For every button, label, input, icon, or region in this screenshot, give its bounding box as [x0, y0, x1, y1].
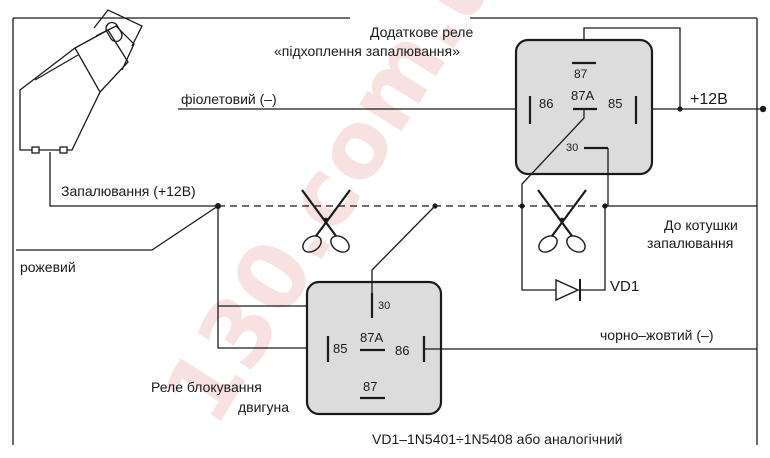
label-violet-wire: фіолетовий (–)	[181, 91, 277, 107]
aux-relay-contacts	[528, 61, 638, 150]
block-relay-wiring	[371, 205, 757, 350]
block-relay-body	[305, 280, 443, 416]
block-pin-85: 85	[333, 341, 347, 356]
scissors-icon	[537, 189, 587, 253]
aux-relay-title: Додаткове реле	[370, 24, 473, 40]
block-relay-title: Реле блокування	[151, 379, 262, 395]
label-to-coil: До котушки	[664, 217, 738, 233]
ignition-key-icon	[19, 9, 143, 154]
aux-relay-wiring	[521, 109, 609, 206]
aux-relay-body	[514, 38, 654, 176]
block-pin-30: 30	[378, 300, 390, 312]
scissors-icon	[301, 189, 351, 253]
terminal-plus12	[759, 105, 767, 113]
label-plus12: +12В	[690, 91, 728, 108]
aux-pin-30: 30	[566, 142, 578, 154]
label-ignition-wire: Запалювання (+12В)	[61, 183, 196, 199]
label-vd1: VD1	[610, 278, 639, 295]
block-relay-contacts	[326, 293, 426, 400]
aux-pin-87: 87	[574, 67, 588, 81]
label-pink-wire: рожевий	[20, 259, 76, 275]
block-pin-87: 87	[363, 379, 377, 394]
label-black-yellow-wire: чорно–жовтий (–)	[600, 327, 714, 343]
wire-ignition-main	[49, 152, 218, 207]
block-pin-86: 86	[395, 343, 409, 358]
diode-note: VD1–1N5401÷1N5408 або аналогічний	[372, 431, 622, 447]
wire-pink	[16, 205, 219, 251]
aux-relay-subtitle: «підхоплення запалювання»	[274, 43, 460, 59]
diode-icon	[555, 278, 581, 302]
block-relay-subtitle: двигуна	[238, 399, 289, 415]
aux-pin-86: 86	[539, 96, 553, 111]
diagram-frame	[12, 17, 758, 445]
label-to-coil-2: запалювання	[647, 235, 733, 251]
block-pin-87a: 87A	[360, 330, 383, 345]
wire-diode-branch	[521, 206, 606, 291]
aux-pin-87a: 87A	[571, 88, 594, 103]
aux-pin-85: 85	[608, 96, 622, 111]
